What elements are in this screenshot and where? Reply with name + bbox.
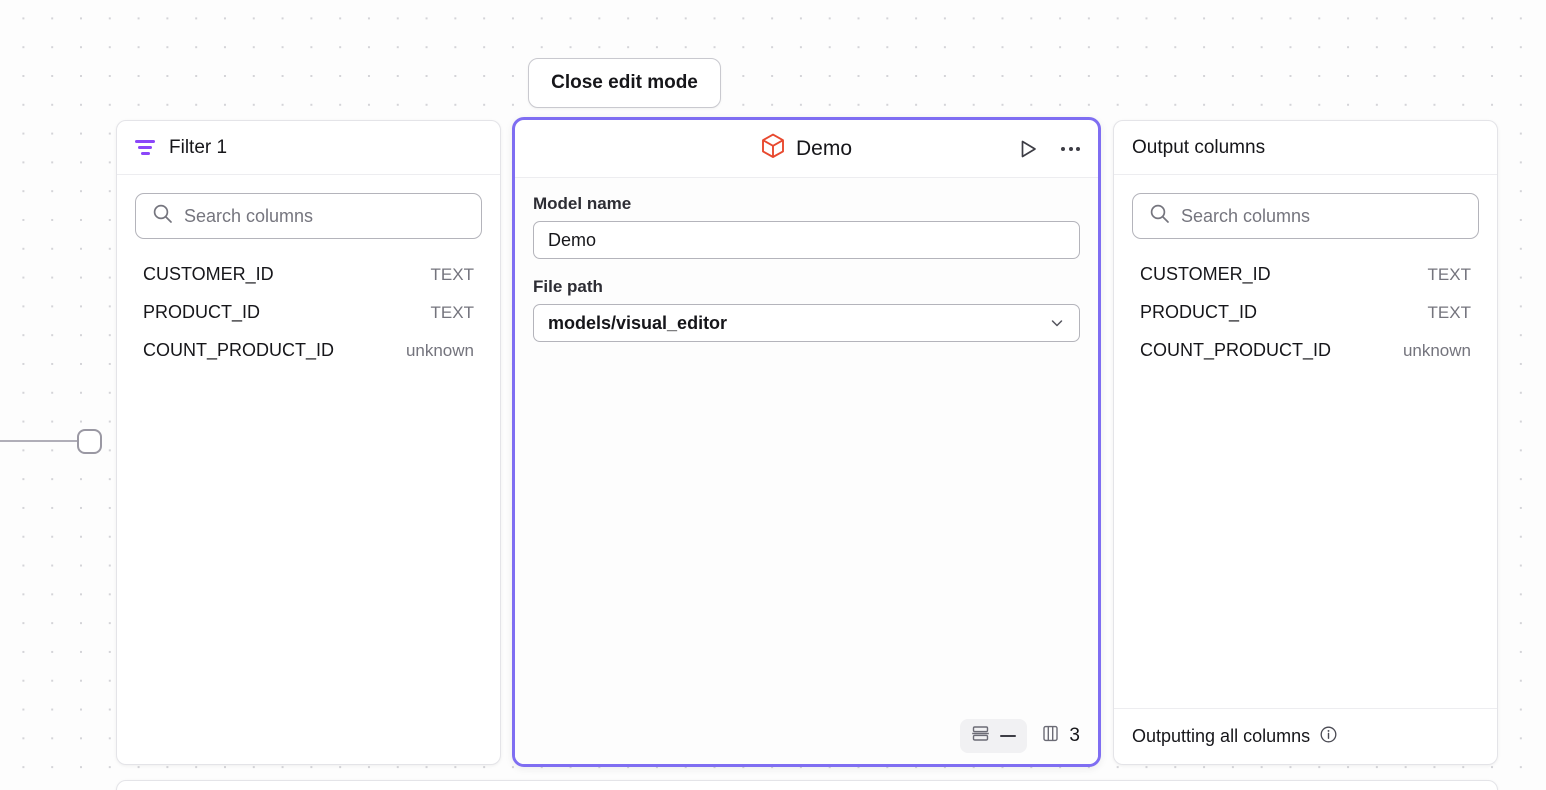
rows-icon [971, 724, 990, 748]
column-type: TEXT [430, 303, 474, 322]
filter-panel-title: Filter 1 [169, 136, 228, 158]
demo-panel-header: Demo [515, 120, 1098, 178]
bottom-partial-panel[interactable] [116, 780, 1498, 790]
filter-panel-header: Filter 1 [117, 121, 500, 175]
column-type: TEXT [1427, 265, 1471, 284]
file-path-select[interactable]: models/visual_editor [533, 304, 1080, 342]
demo-panel-body: Model name File path models/visual_edito… [515, 178, 1098, 708]
table-row[interactable]: CUSTOMER_ID TEXT [1132, 261, 1479, 299]
flow-edge-handle[interactable] [77, 429, 102, 454]
column-name: COUNT_PRODUCT_ID [143, 340, 335, 360]
column-name: PRODUCT_ID [1140, 302, 1258, 322]
column-type: unknown [1402, 341, 1471, 360]
model-name-label: Model name [533, 194, 632, 213]
column-type: TEXT [1427, 303, 1471, 322]
demo-panel-title: Demo [795, 136, 853, 160]
column-type: unknown [405, 341, 474, 360]
demo-panel-footer: 3 [515, 708, 1098, 764]
columns-icon [1041, 724, 1060, 748]
output-panel-title: Output columns [1132, 136, 1266, 158]
filter-column-list: CUSTOMER_ID TEXT PRODUCT_ID TEXT COUNT_P… [135, 261, 482, 375]
close-edit-mode-button[interactable]: Close edit mode [528, 58, 721, 108]
table-row[interactable]: COUNT_PRODUCT_ID unknown [1132, 337, 1479, 375]
rows-value [1000, 735, 1017, 737]
filter-node-panel[interactable]: Filter 1 CUSTOMER_ID TEXT PRODUCT_ID [116, 120, 501, 765]
columns-indicator[interactable]: 3 [1041, 724, 1080, 748]
file-path-label: File path [533, 277, 603, 296]
output-search-input[interactable] [1132, 193, 1479, 239]
flow-edge [0, 440, 82, 442]
table-row[interactable]: CUSTOMER_ID TEXT [135, 261, 482, 299]
rows-indicator[interactable] [960, 719, 1028, 753]
columns-count: 3 [1069, 725, 1080, 746]
table-row[interactable]: PRODUCT_ID TEXT [1132, 299, 1479, 337]
chevron-down-icon [1049, 315, 1065, 331]
table-row[interactable]: PRODUCT_ID TEXT [135, 299, 482, 337]
info-icon[interactable] [1319, 725, 1338, 749]
output-column-list: CUSTOMER_ID TEXT PRODUCT_ID TEXT COUNT_P… [1132, 261, 1479, 375]
column-name: CUSTOMER_ID [1140, 264, 1271, 284]
filter-search-box[interactable] [135, 193, 482, 239]
column-name: PRODUCT_ID [143, 302, 261, 322]
table-row[interactable]: COUNT_PRODUCT_ID unknown [135, 337, 482, 375]
more-options-icon[interactable] [1059, 145, 1082, 153]
model-name-input[interactable] [533, 221, 1080, 259]
file-path-value: models/visual_editor [548, 312, 728, 333]
filter-search-input[interactable] [135, 193, 482, 239]
play-icon[interactable] [1015, 136, 1041, 162]
column-name: CUSTOMER_ID [143, 264, 274, 284]
filter-panel-body: CUSTOMER_ID TEXT PRODUCT_ID TEXT COUNT_P… [117, 175, 500, 764]
outputting-all-columns-text: Outputting all columns [1132, 726, 1311, 746]
output-panel-header: Output columns [1114, 121, 1497, 175]
output-panel-footer: Outputting all columns [1114, 708, 1497, 764]
filter-icon [135, 140, 155, 155]
cube-icon [761, 133, 785, 164]
output-columns-panel[interactable]: Output columns CUSTOMER_ID TEXT PRODU [1113, 120, 1498, 765]
column-name: COUNT_PRODUCT_ID [1140, 340, 1332, 360]
demo-model-node-panel[interactable]: Demo Model name File path models/visual_… [512, 117, 1101, 767]
output-search-box[interactable] [1132, 193, 1479, 239]
column-type: TEXT [430, 265, 474, 284]
output-panel-body: CUSTOMER_ID TEXT PRODUCT_ID TEXT COUNT_P… [1114, 175, 1497, 708]
